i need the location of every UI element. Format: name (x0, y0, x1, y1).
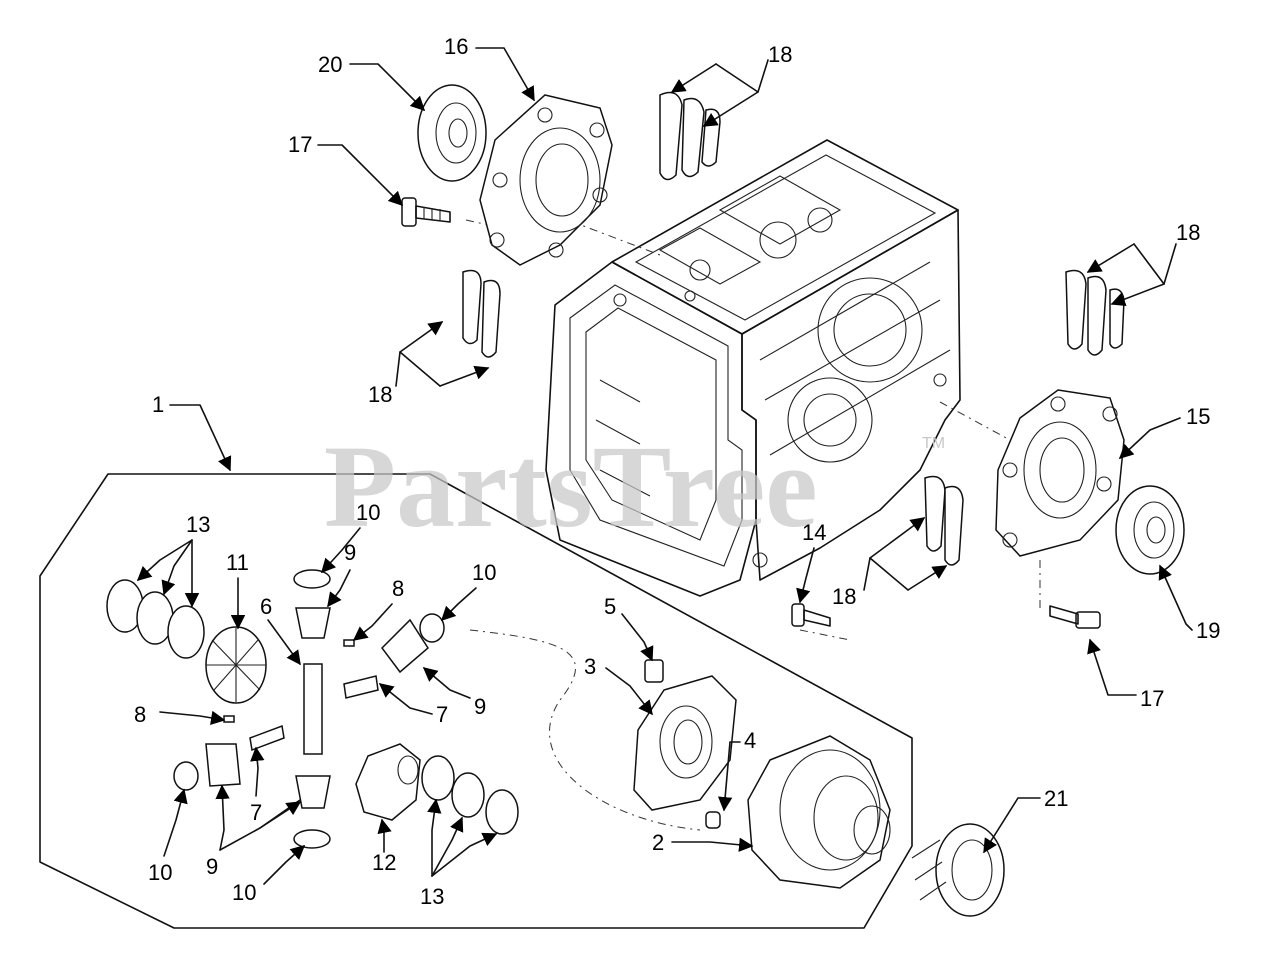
callout-18-bottom: 18 (832, 584, 856, 609)
shift-forks-18-top (659, 91, 721, 181)
washers-13-bottom (421, 755, 519, 835)
bolt-17-top (401, 197, 451, 227)
shift-forks-18-bottom (924, 475, 964, 566)
cover-plate-3 (633, 675, 737, 811)
pin-8-right (343, 639, 355, 647)
callout-13-bottom: 13 (420, 884, 444, 909)
callout-12: 12 (372, 850, 396, 875)
watermark: PartsTree (324, 421, 818, 552)
retainer-plate-16 (479, 94, 613, 266)
callout-8-right: 8 (392, 576, 404, 601)
callout-2: 2 (652, 830, 664, 855)
callout-14: 14 (802, 520, 826, 545)
differential-assembly-outline (39, 473, 913, 929)
callout-13-left: 13 (186, 512, 210, 537)
pinion-gear-9-left (205, 743, 241, 787)
differential-housing-2 (747, 735, 891, 889)
transmission-housing (545, 139, 961, 597)
callout-10-bottom: 10 (232, 880, 256, 905)
pin-8-left (223, 715, 235, 723)
callout-16: 16 (444, 34, 468, 59)
pin-7-left (249, 724, 285, 752)
shift-forks-18-right (1065, 269, 1125, 356)
washers-13-left (106, 579, 205, 659)
callout-5: 5 (604, 594, 616, 619)
side-gear-12 (355, 743, 421, 821)
callout-19: 19 (1196, 618, 1220, 643)
callout-3: 3 (584, 654, 596, 679)
pinion-gear-9-top (295, 607, 331, 639)
washer-10-left (173, 761, 199, 791)
shift-forks-18-left (462, 269, 501, 358)
callout-1: 1 (152, 392, 164, 417)
callout-10-right: 10 (472, 560, 496, 585)
bearing-21 (911, 823, 1005, 917)
callout-9-top: 9 (344, 540, 356, 565)
callout-leaders (136, 47, 1193, 885)
callout-21: 21 (1044, 786, 1068, 811)
bevel-gear-11 (205, 626, 267, 704)
callout-8-left: 8 (134, 702, 146, 727)
callout-7-left: 7 (250, 800, 262, 825)
callout-10-left: 10 (148, 860, 172, 885)
retainer-plate-15 (995, 389, 1125, 557)
parts-drawings (106, 84, 1185, 917)
callout-15: 15 (1186, 404, 1210, 429)
callout-17-top: 17 (288, 132, 312, 157)
washer-10-top (293, 569, 331, 589)
callout-17-right: 17 (1140, 686, 1164, 711)
bolt-17-right (1049, 605, 1101, 629)
callout-18-left: 18 (368, 382, 392, 407)
pinion-gear-9-bottom (295, 775, 331, 809)
callout-11: 11 (226, 550, 249, 575)
fitting-5 (644, 659, 664, 683)
seal-19 (1115, 485, 1185, 575)
seal-20 (417, 84, 487, 182)
callout-18-right: 18 (1176, 220, 1200, 245)
callout-labels: 1 2 3 4 5 6 7 7 8 8 9 9 9 10 10 10 10 11… (134, 34, 1220, 909)
washer-10-bottom (293, 829, 331, 849)
callout-9-right: 9 (474, 694, 486, 719)
cross-shaft-6 (303, 663, 323, 755)
callout-9-left: 9 (206, 854, 218, 879)
pinion-gear-9-right (381, 618, 429, 674)
watermark-trademark: TM (922, 435, 945, 452)
callout-7-right: 7 (436, 702, 448, 727)
callout-20: 20 (318, 52, 342, 77)
pin-7-right (343, 675, 379, 699)
washer-10-right (419, 613, 445, 643)
pin-4 (705, 811, 721, 829)
callout-4: 4 (744, 728, 756, 753)
callout-10-top: 10 (356, 500, 380, 525)
callout-18-top: 18 (768, 42, 792, 67)
callout-6: 6 (260, 594, 272, 619)
bolt-14 (791, 603, 831, 627)
